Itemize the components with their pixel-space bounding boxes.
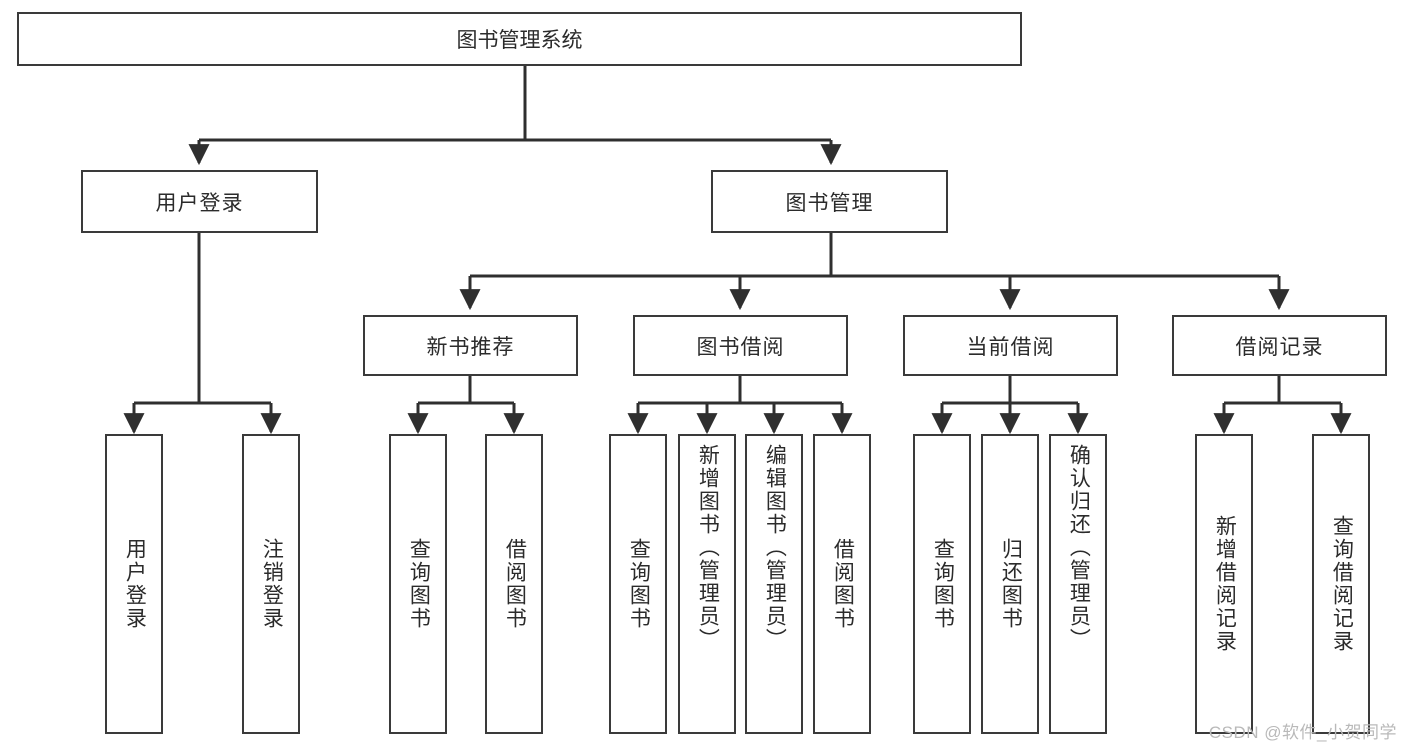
leaf-book-borrow-edit[interactable]: 编辑图书（管理员）: [745, 434, 803, 734]
leaf-borrow-record-query[interactable]: 查询借阅记录: [1312, 434, 1370, 734]
leaf-book-borrow-add[interactable]: 新增图书（管理员）: [678, 434, 736, 734]
node-new-book-recommend[interactable]: 新书推荐: [363, 315, 578, 376]
node-book-management[interactable]: 图书管理: [711, 170, 948, 233]
leaf-book-borrow-query[interactable]: 查询图书: [609, 434, 667, 734]
leaf-new-book-borrow[interactable]: 借阅图书: [485, 434, 543, 734]
node-current-borrow[interactable]: 当前借阅: [903, 315, 1118, 376]
leaf-current-borrow-confirm-return[interactable]: 确认归还（管理员）: [1049, 434, 1107, 734]
leaf-user-login-login[interactable]: 用户登录: [105, 434, 163, 734]
leaf-book-borrow-borrow[interactable]: 借阅图书: [813, 434, 871, 734]
watermark-text: CSDN @软件_小贺同学: [1208, 723, 1397, 742]
leaf-borrow-record-add[interactable]: 新增借阅记录: [1195, 434, 1253, 734]
leaf-user-login-logout[interactable]: 注销登录: [242, 434, 300, 734]
leaf-current-borrow-return[interactable]: 归还图书: [981, 434, 1039, 734]
node-user-login[interactable]: 用户登录: [81, 170, 318, 233]
node-root-system[interactable]: 图书管理系统: [17, 12, 1022, 66]
node-book-borrow[interactable]: 图书借阅: [633, 315, 848, 376]
leaf-current-borrow-query[interactable]: 查询图书: [913, 434, 971, 734]
leaf-new-book-query[interactable]: 查询图书: [389, 434, 447, 734]
node-borrow-record[interactable]: 借阅记录: [1172, 315, 1387, 376]
